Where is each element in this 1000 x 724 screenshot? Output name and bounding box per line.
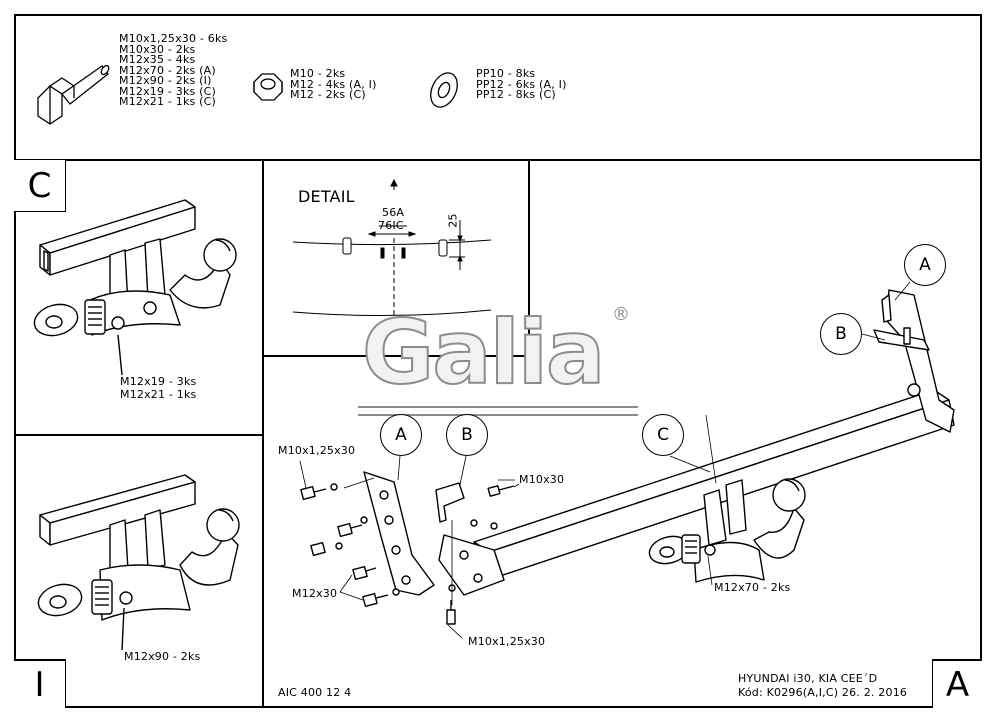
washer-list: PP10 - 8ks PP12 - 6ks (A, I) PP12 - 8ks … [476,67,567,101]
nut-item: M10 - 2ks [290,67,346,80]
bolt-item: M12x35 - 4ks [119,53,196,66]
bolt-item: M10x1,25x30 - 6ks [119,32,228,45]
callout-a-left: A [380,414,422,456]
bolt-icon [37,64,110,125]
detail-dim-a: 56A [382,206,405,219]
label-m12x30: M12x30 [292,587,338,600]
main-assembly-drawing [300,289,955,625]
registered-mark: ® [612,304,631,325]
panel-i-bolt: M12x90 - 2ks [124,650,201,663]
bolt-item: M12x19 - 3ks (C) [119,84,217,98]
galia-logo: Galia [361,301,606,404]
label-m10x125x30-bottom: M10x1,25x30 [468,635,546,648]
towbar-c-illustration [33,199,237,376]
panel-i-letter: I [14,660,66,708]
bolt-list: M10x1,25x30 - 6ks M10x30 - 2ks M12x35 - … [119,32,228,108]
kod-date: Kód: K0296(A,I,C) 26. 2. 2016 [738,686,908,699]
panel-c-bolt-2: M12x21 - 1ks [120,388,197,401]
callout-b-left: B [446,414,488,456]
nut-list: M10 - 2ks M12 - 4ks (A, I) M12 - 2ks (C) [290,67,377,101]
washer-item: PP10 - 8ks [476,67,536,80]
detail-box-bottom [263,355,530,357]
detail-title: DETAIL [298,187,355,206]
nut-item: M12 - 2ks (C) [290,88,366,101]
washer-icon [430,72,458,108]
top-divider [14,159,982,161]
drawing-code: AIC 400 12 4 [278,686,352,699]
callout-c-main: C [642,414,684,456]
logo-underline [358,406,638,416]
left-panel-divider [14,434,263,436]
callout-a-right: A [904,244,946,286]
bolt-item: M10x30 - 2ks [119,42,196,56]
label-m10x30: M10x30 [519,473,565,486]
footer-letter-a: A [932,660,982,708]
detail-box-right [528,160,530,356]
label-m10x125x30-top: M10x1,25x30 [278,444,356,457]
nut-item: M12 - 4ks (A, I) [290,77,377,91]
drawing-frame [14,14,982,708]
nut-icon [253,73,283,101]
label-m12x70: M12x70 - 2ks [714,581,791,594]
bolt-item: M12x70 - 2ks (A) [119,63,216,77]
panel-c-bolt-1: M12x19 - 3ks [120,375,197,388]
left-column-divider [262,160,264,708]
vehicle-name: HYUNDAI i30, KIA CEE´D [738,672,878,685]
panel-c-letter: C [14,160,66,212]
bolt-item: M12x21 - 1ks (C) [119,95,217,108]
detail-drawing [292,178,492,330]
bolt-item: M12x90 - 2ks (I) [119,74,212,87]
callout-b-right: B [820,313,862,355]
towbar-i-illustration [37,474,240,651]
washer-item: PP12 - 8ks (C) [476,88,556,101]
washer-item: PP12 - 6ks (A, I) [476,77,567,91]
